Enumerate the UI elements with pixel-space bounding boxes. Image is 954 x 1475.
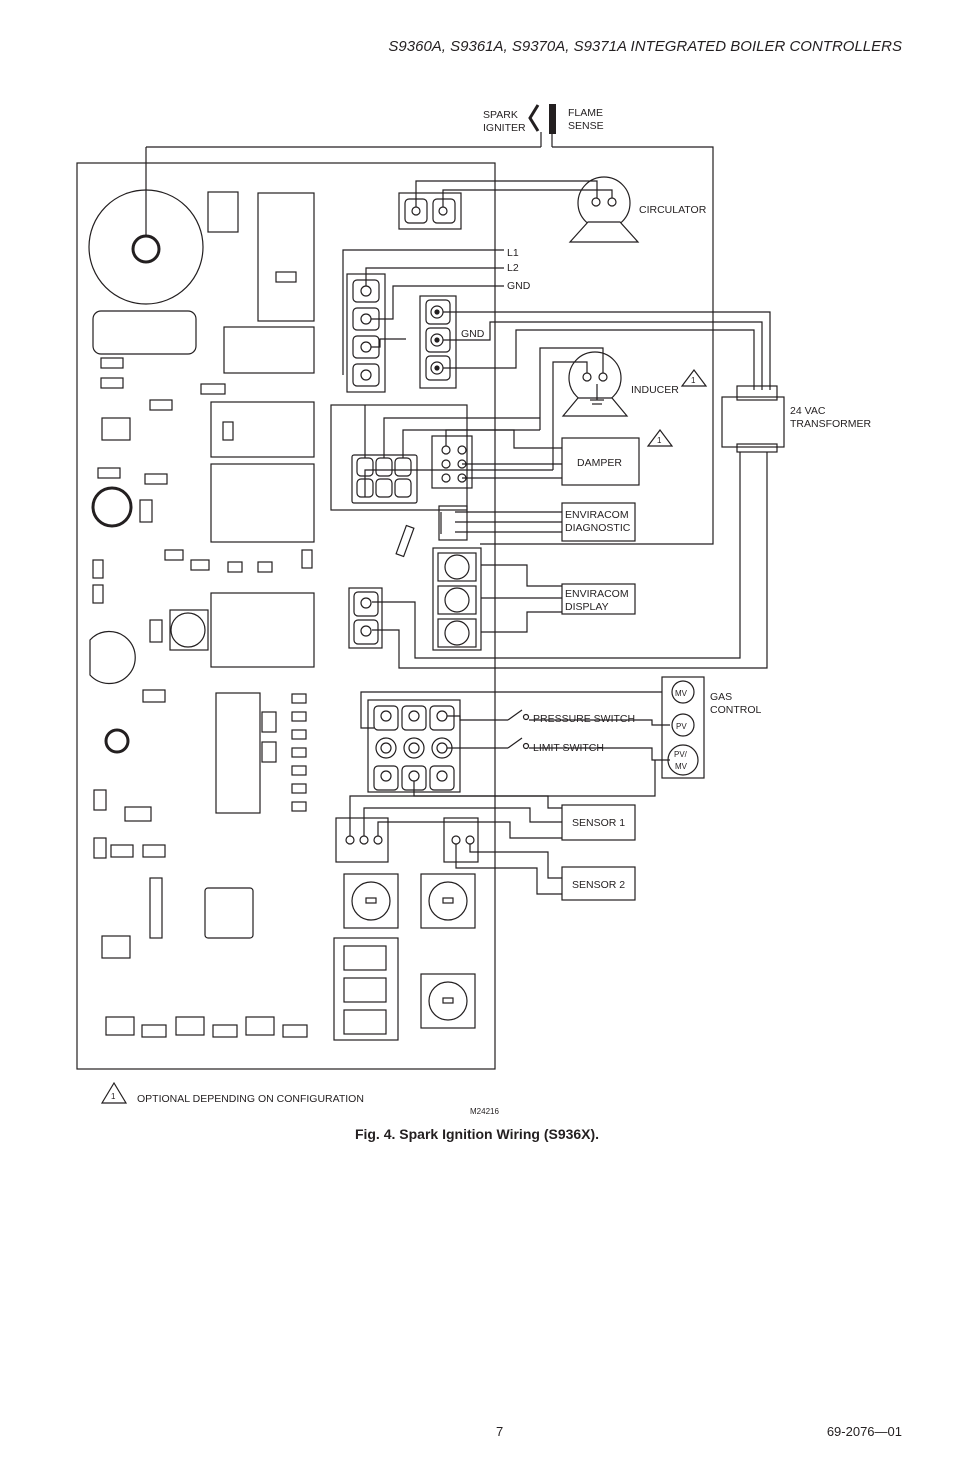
flame-label-2: SENSE bbox=[568, 120, 604, 132]
drawing-id: M24216 bbox=[470, 1107, 499, 1116]
enviracom-disp-label-1: ENVIRACOM bbox=[565, 588, 629, 600]
gas-label-1: GAS bbox=[710, 691, 732, 703]
transformer-label-2: TRANSFORMER bbox=[790, 418, 872, 430]
sensor1-box bbox=[561, 804, 636, 841]
gnd-main-label: GND bbox=[507, 280, 531, 292]
transformer-label-1: 24 VAC bbox=[790, 405, 826, 417]
enviracom-diagnostic-box bbox=[561, 502, 636, 542]
circulator-symbol bbox=[568, 176, 640, 243]
sensor1-label: SENSOR 1 bbox=[572, 817, 625, 829]
figure-caption: Fig. 4. Spark Ignition Wiring (S936X). bbox=[354, 1126, 600, 1142]
legend-note-marker: 1 bbox=[111, 1092, 116, 1101]
enviracom-diag-label-1: ENVIRACOM bbox=[565, 509, 629, 521]
page-header: S9360A, S9361A, S9370A, S9371A INTEGRATE… bbox=[388, 38, 902, 55]
inducer-label: INDUCER bbox=[631, 384, 679, 396]
enviracom-diag-label-2: DIAGNOSTIC bbox=[565, 522, 631, 534]
transformer-symbol bbox=[721, 385, 785, 453]
limit-switch-label: LIMIT SWITCH bbox=[533, 742, 604, 754]
sensor1-connector bbox=[335, 817, 389, 863]
pvmv-label-1: PV/ bbox=[674, 750, 688, 759]
control-board bbox=[76, 162, 496, 1070]
gnd-inner-label: GND bbox=[461, 328, 485, 340]
spark-label-1: SPARK bbox=[483, 109, 518, 121]
inducer-symbol bbox=[561, 351, 629, 417]
l2-label: L2 bbox=[507, 262, 519, 274]
seven-segment-display bbox=[333, 937, 399, 1041]
sensor2-label: SENSOR 2 bbox=[572, 879, 625, 891]
gas-label-2: CONTROL bbox=[710, 704, 761, 716]
enviracom-display-box bbox=[561, 583, 636, 615]
l1-label: L1 bbox=[507, 247, 519, 259]
damper-note-marker: 1 bbox=[657, 436, 662, 445]
pressure-switch-label: PRESSURE SWITCH bbox=[533, 713, 635, 725]
sensor2-box bbox=[561, 866, 636, 901]
spark-label-2: IGNITER bbox=[483, 122, 526, 134]
damper-label: DAMPER bbox=[577, 457, 622, 469]
damper-box bbox=[561, 437, 640, 486]
flame-label-1: FLAME bbox=[568, 107, 603, 119]
spark-igniter-symbol bbox=[528, 104, 540, 132]
gas-control-box bbox=[661, 676, 705, 779]
pv-label: PV bbox=[676, 722, 687, 731]
page-number: 7 bbox=[496, 1424, 504, 1439]
document-number: 69-2076—01 bbox=[826, 1424, 902, 1439]
legend-note-text: OPTIONAL DEPENDING ON CONFIGURATION bbox=[137, 1093, 364, 1105]
mv-label: MV bbox=[675, 689, 688, 698]
flame-sense-symbol bbox=[549, 104, 556, 134]
sensor2-connector bbox=[443, 817, 479, 863]
damper-connector bbox=[431, 435, 473, 489]
circulator-label: CIRCULATOR bbox=[639, 204, 707, 216]
pvmv-label-2: MV bbox=[675, 762, 688, 771]
enviracom-disp-label-2: DISPLAY bbox=[565, 601, 609, 613]
transformer-connector bbox=[419, 295, 457, 389]
enviracom-terminal-block bbox=[432, 547, 482, 651]
circulator-connector bbox=[398, 192, 462, 230]
inducer-note-marker: 1 bbox=[691, 376, 696, 385]
wiring-diagram: SPARK IGNITER FLAME SENSE CIRCULATOR L1 … bbox=[76, 104, 872, 1116]
